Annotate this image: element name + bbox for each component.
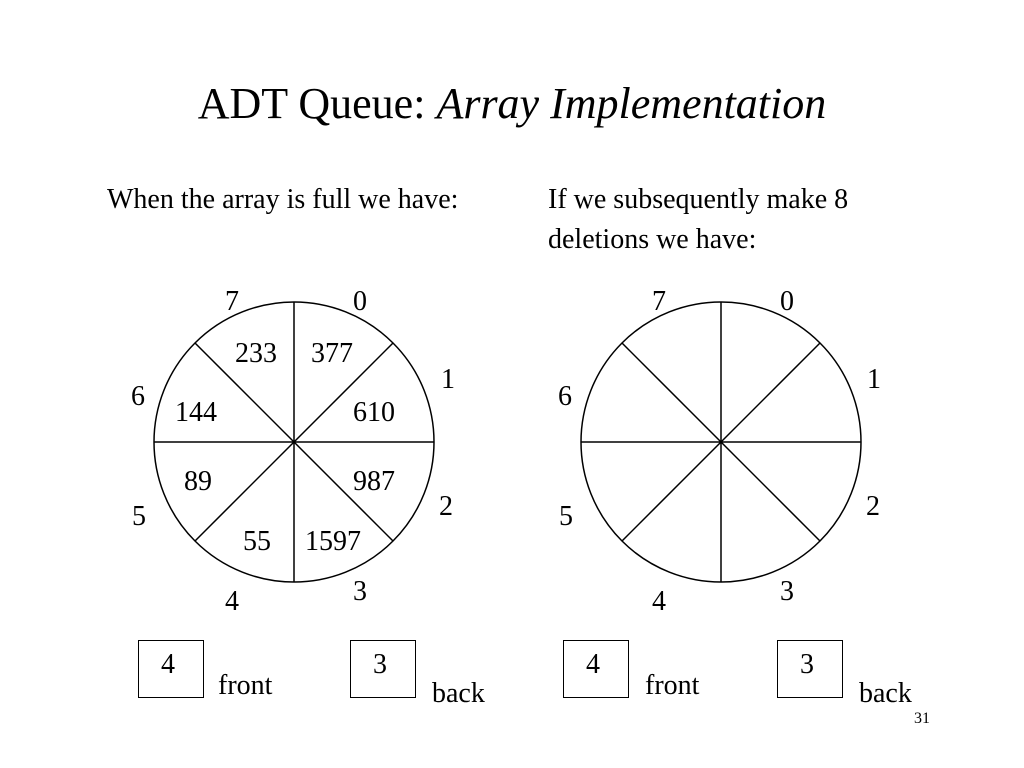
left-value-7: 233 <box>235 338 277 369</box>
right-index-5: 5 <box>559 501 573 532</box>
left-back-box: 3 <box>350 640 416 698</box>
right-index-7: 7 <box>652 286 666 317</box>
right-caption: If we subsequently make 8 deletions we h… <box>548 184 849 255</box>
right-back-label: back <box>859 678 912 709</box>
title-main: ADT Queue: <box>197 79 437 128</box>
left-back-value: 3 <box>373 649 387 680</box>
left-value-4: 55 <box>243 526 271 557</box>
title-italic: Array Implementation <box>436 79 827 128</box>
right-index-2: 2 <box>866 491 880 522</box>
left-value-6: 144 <box>175 397 217 428</box>
left-front-label: front <box>218 670 273 701</box>
left-value-1: 610 <box>353 397 395 428</box>
left-value-0: 377 <box>311 338 353 369</box>
left-value-3: 1597 <box>305 526 361 557</box>
right-back-box: 3 <box>777 640 843 698</box>
page-number: 31 <box>914 710 930 727</box>
right-front-box: 4 <box>563 640 629 698</box>
right-divider-diagonal-b <box>621 342 821 542</box>
right-index-4: 4 <box>652 586 666 617</box>
right-front-value: 4 <box>586 649 600 680</box>
left-value-2: 987 <box>353 466 395 497</box>
left-index-5: 5 <box>132 501 146 532</box>
left-index-6: 6 <box>131 381 145 412</box>
left-front-value: 4 <box>161 649 175 680</box>
left-value-5: 89 <box>184 466 212 497</box>
right-index-0: 0 <box>780 286 794 317</box>
right-index-3: 3 <box>780 576 794 607</box>
left-index-2: 2 <box>439 491 453 522</box>
left-index-7: 7 <box>225 286 239 317</box>
left-index-4: 4 <box>225 586 239 617</box>
right-index-6: 6 <box>558 381 572 412</box>
right-front-label: front <box>645 670 700 701</box>
left-caption: When the array is full we have: <box>107 184 459 215</box>
slide-title: ADT Queue: Array Implementation <box>0 76 1024 132</box>
right-index-1: 1 <box>867 364 881 395</box>
left-back-label: back <box>432 678 485 709</box>
right-circular-array: 0 1 2 3 4 5 6 7 <box>558 286 881 617</box>
left-front-box: 4 <box>138 640 204 698</box>
left-divider-diagonal-b <box>194 342 394 542</box>
right-back-value: 3 <box>800 649 814 680</box>
left-circular-array: 0 1 2 3 4 5 6 7 377 610 987 1597 55 89 1… <box>131 286 455 617</box>
left-index-3: 3 <box>353 576 367 607</box>
left-index-1: 1 <box>441 364 455 395</box>
left-index-0: 0 <box>353 286 367 317</box>
